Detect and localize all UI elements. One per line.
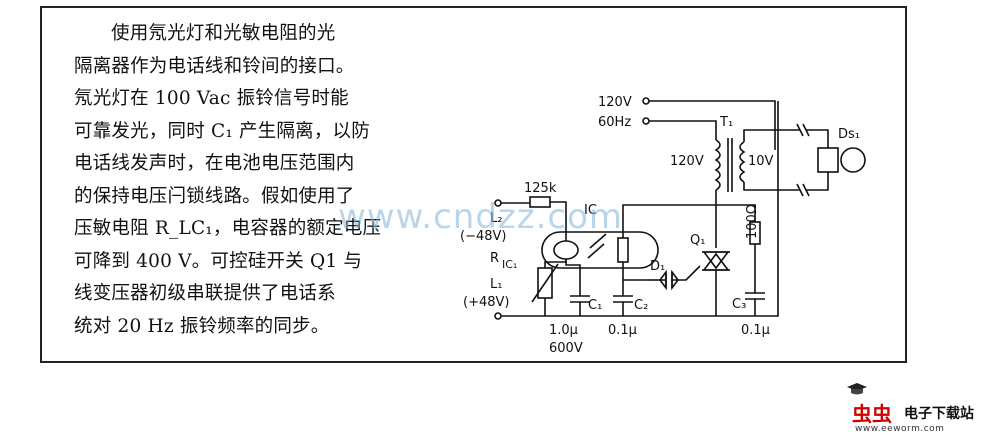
label-c2: C₂	[634, 298, 648, 313]
description-line: 可靠发光，同时 C₁ 产生隔离，以防	[74, 120, 370, 142]
bell-box	[817, 147, 839, 173]
label-bell: Ds₁	[838, 127, 860, 142]
wire-secondary-bottom	[743, 182, 800, 191]
secondary-coil	[739, 141, 746, 183]
watermark: www.cndzz.com	[338, 197, 623, 237]
logo-brand-text: 电子下载站	[904, 406, 974, 422]
description-line: 线变压器初级串联提供了电话系	[74, 283, 336, 304]
terminal-120v	[642, 97, 650, 105]
logo-url: www.eeworm.com	[855, 424, 945, 434]
break-mark	[796, 183, 804, 197]
description-line: 使用氖光灯和光敏电阻的光	[111, 23, 336, 44]
wire-bell-bottom	[806, 172, 829, 191]
bell-dome	[840, 147, 866, 173]
label-c1: C₁	[588, 298, 602, 313]
graduation-cap-icon	[847, 383, 867, 395]
label-l2: L₂	[490, 211, 502, 226]
wire-gate	[672, 265, 701, 281]
label-t1: T₁	[719, 115, 733, 130]
label-60hz: 60Hz	[598, 115, 631, 130]
photoresistor	[617, 237, 629, 263]
label-q1: Q₁	[690, 233, 705, 248]
label-l1: L₁	[490, 277, 502, 292]
description-text: 使用氖光灯和光敏电阻的光 隔离器作为电话线和铃间的接口。 氖光灯在 100 Va…	[74, 18, 382, 343]
terminal-l1	[494, 312, 502, 320]
q1-triangle	[702, 251, 730, 270]
label-r100: 100Ω	[745, 204, 760, 239]
label-rlc: R	[490, 251, 499, 266]
wire-pr-top	[622, 204, 716, 238]
label-125k: 125k	[524, 181, 557, 196]
label-ic1: IC₁	[502, 258, 517, 271]
wire-c1	[565, 259, 581, 296]
description-line: 可降到 400 V。可控硅开关 Q1 与	[74, 250, 363, 272]
label-primary: 120V	[670, 154, 704, 169]
label-c2-value: 0.1μ	[608, 323, 637, 338]
wire-secondary-top	[743, 129, 800, 142]
label-ic-top: IC	[584, 203, 597, 218]
wire-120v	[649, 100, 776, 150]
break-mark	[796, 123, 804, 137]
label-c3-value: 0.1μ	[741, 323, 770, 338]
label-secondary: 10V	[748, 154, 774, 169]
optocoupler-body	[541, 231, 659, 269]
wire-bell-top	[806, 129, 829, 148]
wire-125k-lamp	[550, 201, 567, 241]
light-arrow	[587, 243, 605, 259]
label-c1-rating: 600V	[549, 341, 583, 356]
d1-arrow	[671, 269, 679, 291]
figure-frame	[40, 6, 907, 363]
logo-brand-bug: 虫虫	[852, 402, 892, 426]
label-c1-value: 1.0μ	[549, 323, 578, 338]
label-120v: 120V	[598, 95, 632, 110]
description-line: 统对 20 Hz 振铃频率的同步。	[74, 315, 330, 337]
description-line: 压敏电阻 R_LC₁，电容器的额定电压	[74, 218, 382, 239]
description-line: 的保持电压闩锁线路。假如使用了	[74, 185, 355, 207]
description-line: 氖光灯在 100 Vac 振铃信号时能	[74, 88, 349, 109]
description-line: 电话线发声时，在电池电压范围内	[74, 153, 355, 174]
varistor-slash	[531, 263, 559, 303]
description-line: 隔离器作为电话线和铃间的接口。	[74, 55, 355, 77]
wire-60hz	[649, 120, 717, 140]
primary-coil	[714, 139, 721, 191]
label-c3: C₃	[732, 297, 746, 312]
light-arrow	[589, 233, 607, 249]
label-l2-voltage: (−48V)	[460, 229, 506, 244]
d1-arrow	[659, 269, 667, 291]
neon-lamp	[553, 240, 579, 260]
label-l1-voltage: (+48V)	[463, 295, 509, 310]
label-d1: D₁	[650, 259, 665, 274]
wire-r100	[716, 204, 756, 222]
terminal-60hz	[642, 117, 650, 125]
wire-bottom-right	[628, 101, 779, 317]
